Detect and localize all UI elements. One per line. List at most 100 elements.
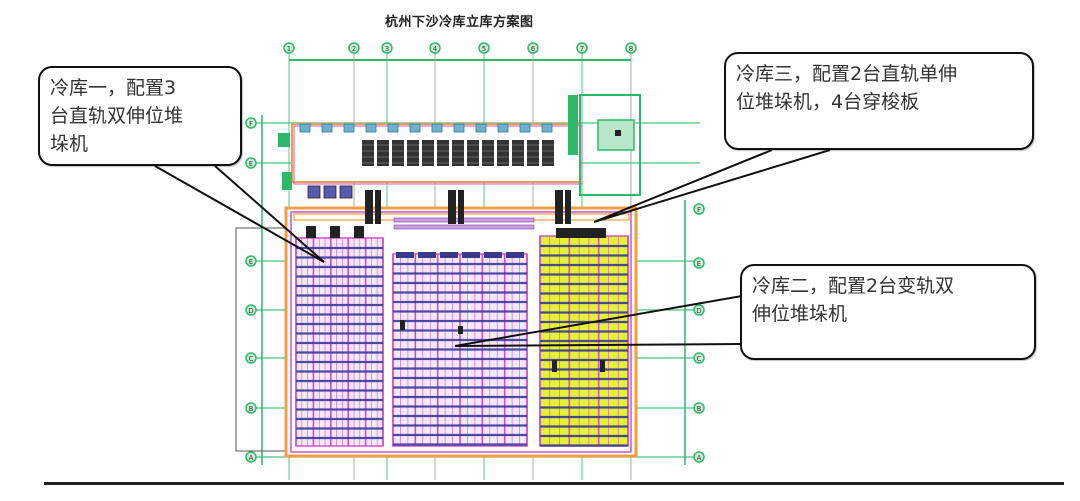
dock-door	[365, 123, 377, 133]
rack-pallet-row	[396, 252, 414, 258]
staging-block	[527, 140, 539, 166]
stacker-crane	[556, 228, 606, 238]
rack-pallet-row	[484, 252, 502, 258]
grid-label: E	[249, 258, 253, 266]
grid-label: 6	[531, 45, 536, 53]
rack-area	[295, 190, 629, 447]
grid-label: 4	[433, 45, 438, 53]
lift-box	[307, 185, 321, 199]
callout-cold-store-3: 冷库三，配置2台直轨单伸 位堆垛机，4台穿梭板	[724, 52, 1034, 150]
equipment-mark	[615, 130, 621, 136]
grid-label: C	[697, 355, 702, 363]
stacker-crane	[354, 226, 364, 238]
grid-label: 5	[482, 45, 486, 53]
staging-block	[392, 140, 404, 166]
grid-bubble	[381, 42, 393, 54]
grid-bubble	[348, 42, 360, 54]
callout-line: 冷库三，配置2台直轨单伸	[736, 63, 958, 85]
grid-bubble	[245, 352, 257, 364]
staging-block	[542, 140, 554, 166]
grid-label: E	[697, 260, 701, 268]
lift-box	[339, 185, 353, 199]
callout-line: 伸位堆垛机	[752, 303, 848, 325]
staging-block	[422, 140, 434, 166]
equipment-green	[568, 95, 578, 155]
staging-block	[512, 140, 524, 166]
stacker-crane	[600, 360, 605, 372]
grid-bubble	[245, 157, 257, 169]
callout-line: 台直轨双伸位堆	[50, 105, 184, 127]
rack-pallet-row	[440, 252, 458, 258]
grid-bubble	[245, 117, 257, 129]
lift-shaft	[555, 190, 563, 224]
grid-bubble	[693, 203, 705, 215]
callout-line: 冷库二，配置2台变轨双	[752, 275, 955, 297]
grid-bubble	[429, 42, 441, 54]
staging-block	[407, 140, 419, 166]
dock-door	[475, 123, 487, 133]
grid-bubble	[693, 257, 705, 269]
dock-door	[431, 123, 443, 133]
callout-cold-store-2: 冷库二，配置2台变轨双 伸位堆垛机	[740, 264, 1036, 360]
dock-door	[519, 123, 531, 133]
dock-door	[299, 123, 311, 133]
staging-block	[467, 140, 479, 166]
grid-label: 7	[580, 45, 584, 53]
grid-label: C	[249, 355, 254, 363]
dock-door	[343, 123, 355, 133]
grid-bubble	[693, 402, 705, 414]
grid-label: A	[249, 454, 254, 462]
leader-cold-store-1	[154, 165, 325, 263]
grid-label: B	[697, 405, 702, 413]
callout-cold-store-1: 冷库一，配置3 台直轨双伸位堆 垛机	[38, 66, 242, 166]
drawing-title: 杭州下沙冷库立库方案图	[385, 15, 534, 30]
grid-bubble	[245, 451, 257, 463]
leader-cold-store-3	[593, 149, 831, 223]
staging-block	[377, 140, 389, 166]
dock-door	[387, 123, 399, 133]
bottom-rule	[44, 482, 1064, 485]
green-detail	[278, 133, 290, 147]
lift-shaft	[448, 190, 456, 224]
green-detail	[282, 172, 292, 190]
stacker-crane	[400, 320, 405, 330]
staging-block	[482, 140, 494, 166]
grid-label: D	[696, 307, 701, 315]
callout-line: 垛机	[50, 133, 89, 155]
lift-shaft	[375, 190, 381, 224]
lift-shaft	[565, 190, 571, 224]
dock-door	[321, 123, 333, 133]
lift-shaft	[365, 190, 373, 224]
lift-box	[323, 185, 337, 199]
grid-label: 2	[352, 45, 356, 53]
staging-block	[437, 140, 449, 166]
grid-label: D	[248, 307, 253, 315]
grid-bubble	[478, 42, 490, 54]
dock-door	[497, 123, 509, 133]
equipment-room	[579, 94, 641, 196]
leader-cold-store-2	[454, 295, 743, 347]
conveyor-track	[393, 224, 535, 230]
grid-label: 3	[385, 45, 389, 53]
staging-block	[452, 140, 464, 166]
grid-label: E	[249, 160, 253, 168]
grid-label: F	[697, 206, 701, 214]
grid-label: 8	[629, 45, 633, 53]
callout-line: 位堆垛机，4台穿梭板	[736, 91, 920, 113]
rack-pallet-row	[418, 252, 436, 258]
rack-pallet-row	[462, 252, 480, 258]
grid-bubble	[283, 42, 295, 54]
stacker-crane	[458, 326, 463, 334]
grid-bubble	[245, 255, 257, 267]
grid-bubble	[693, 304, 705, 316]
grid-label: B	[249, 405, 254, 413]
grid-label: 1	[287, 45, 291, 53]
stacker-crane	[306, 226, 316, 238]
rack-cold-store-3	[539, 235, 629, 447]
staging-block	[362, 140, 374, 166]
grid-bubble	[245, 304, 257, 316]
grid-bubble	[527, 42, 539, 54]
